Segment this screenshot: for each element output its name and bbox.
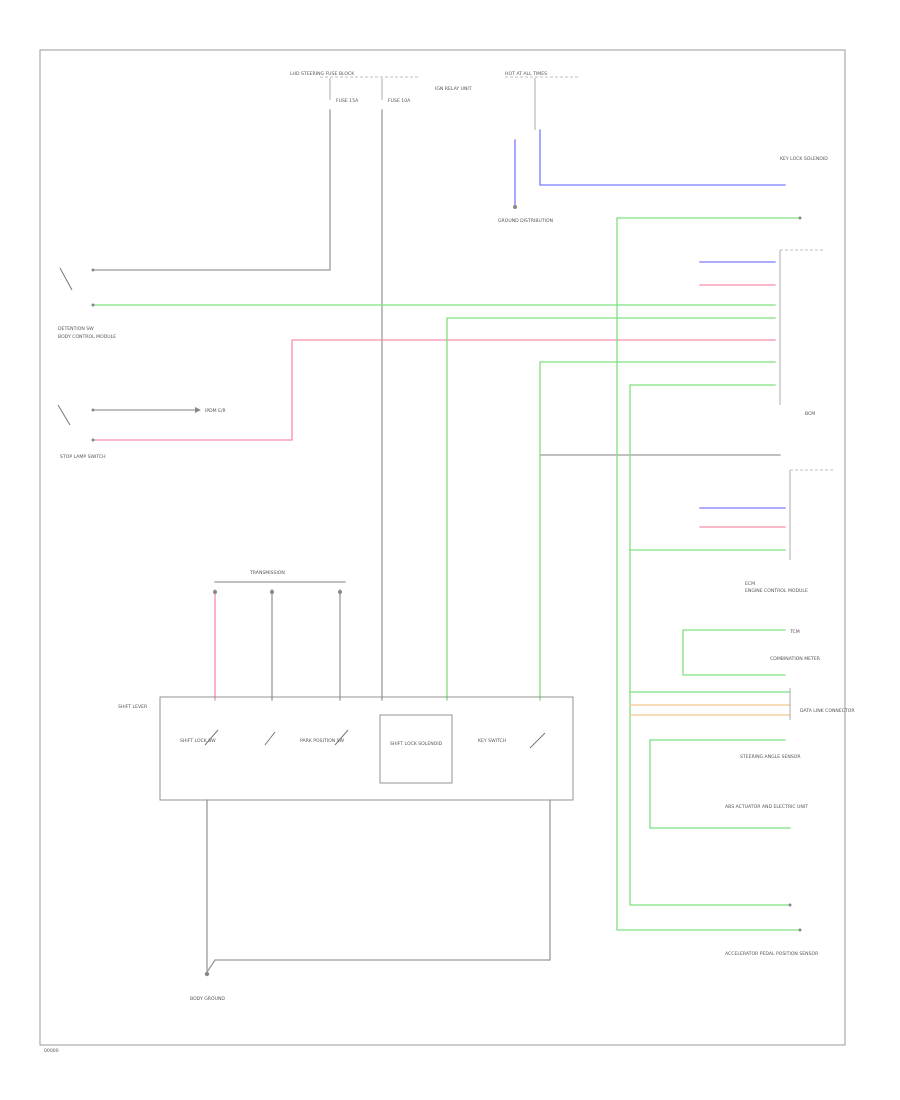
accel-sensor-label: ACCELERATOR PEDAL POSITION SENSOR xyxy=(725,951,819,957)
fuse-a-desc: FUSE 15A xyxy=(336,98,359,104)
key-lock-sol-label: KEY LOCK SOLENOID xyxy=(780,156,828,162)
fuse-box-b-label: HOT AT ALL TIMES xyxy=(505,71,547,77)
dlc-label: DATA LINK CONNECTOR xyxy=(800,708,855,714)
shift-lock-sol-label: SHIFT LOCK SOLENOID xyxy=(390,741,443,747)
park-pos-sw-label: PARK POSITION SW xyxy=(300,738,345,744)
fuse-b-desc: FUSE 10A xyxy=(388,98,411,104)
transmission-label: TRANSMISSION xyxy=(249,570,285,576)
ground-symbol-bottom: BODY GROUND xyxy=(190,971,225,1002)
stop-lamp-switch: STOP LAMP SWITCH IPDM E/R xyxy=(57,404,227,460)
ecm-sub-label: ENGINE CONTROL MODULE xyxy=(745,588,808,594)
pink-wires xyxy=(94,284,786,701)
tcm-label: TCM xyxy=(789,629,800,635)
shift-lock-sw-label: SHIFT LOCK SW xyxy=(180,738,216,744)
fuse-box-a-label: LHD STEERING FUSE BLOCK xyxy=(290,71,355,77)
combo-meter-label: COMBINATION METER xyxy=(770,656,821,662)
footer-code: 00000 xyxy=(44,1048,59,1054)
orange-wires xyxy=(629,704,791,716)
green-wires xyxy=(94,217,801,931)
main-module-label: SHIFT LEVER xyxy=(118,704,148,710)
right-connectors: BCM KEY LOCK SOLENOID ECM ENGINE CONTROL… xyxy=(725,156,855,957)
fuse-info: IGN RELAY UNIT xyxy=(435,86,472,92)
ipdm-label: IPDM E/R xyxy=(205,408,227,414)
bcm-sub-label: BODY CONTROL MODULE xyxy=(58,334,116,340)
detention-sw-label: DETENTION SW xyxy=(58,326,94,332)
blue-wires xyxy=(514,129,786,509)
detention-switch: DETENTION SW BODY CONTROL MODULE xyxy=(58,267,116,340)
stop-lamp-sw-label: STOP LAMP SWITCH xyxy=(60,454,106,460)
ground-a-label: GROUND DISTRIBUTION xyxy=(498,218,553,224)
diagram-border xyxy=(39,49,846,1046)
steering-angle-label: STEERING ANGLE SENSOR xyxy=(740,754,801,760)
key-sw-label: KEY SWITCH xyxy=(478,738,506,744)
shift-lever-module: SHIFT LEVER SHIFT LOCK SW PARK POSITION … xyxy=(118,696,574,801)
bcm-label: BCM xyxy=(805,411,815,417)
transmission-connector: TRANSMISSION xyxy=(213,570,342,594)
ground-b-label: BODY GROUND xyxy=(190,996,225,1002)
fuse-box-a: LHD STEERING FUSE BLOCK FUSE 15A FUSE 10… xyxy=(290,71,472,104)
abs-label: ABS ACTUATOR AND ELECTRIC UNIT xyxy=(725,804,808,810)
black-wires xyxy=(94,109,781,973)
fuse-box-b: HOT AT ALL TIMES xyxy=(505,71,580,130)
ground-symbol-top: GROUND DISTRIBUTION xyxy=(498,205,553,224)
ecm-label: ECM xyxy=(745,581,755,587)
